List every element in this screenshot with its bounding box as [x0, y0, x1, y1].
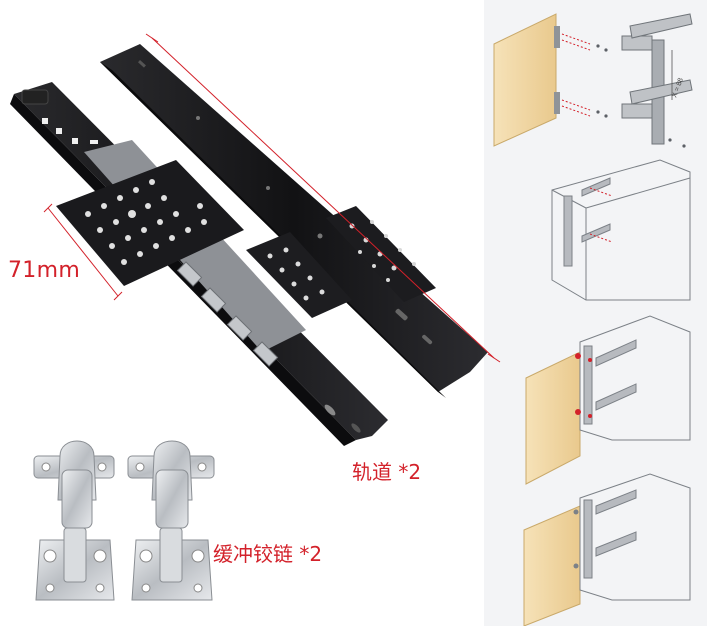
- drawer-rail-back: [100, 44, 488, 398]
- install-step-2: [551, 159, 691, 301]
- install-step-4: [523, 473, 691, 626]
- hinge-caption: 缓冲铰链 *2: [213, 542, 323, 566]
- rail-width-label: 71mm: [8, 258, 81, 283]
- soft-close-hinge-right: [127, 440, 215, 601]
- rail-caption: 轨道 *2: [352, 460, 422, 484]
- dimension-lines: [43, 33, 501, 363]
- install-step-1: X = 88: [493, 13, 693, 148]
- soft-close-hinge-left: [33, 440, 115, 601]
- install-step-3: [525, 315, 691, 485]
- drawer-rail-front: [10, 82, 388, 446]
